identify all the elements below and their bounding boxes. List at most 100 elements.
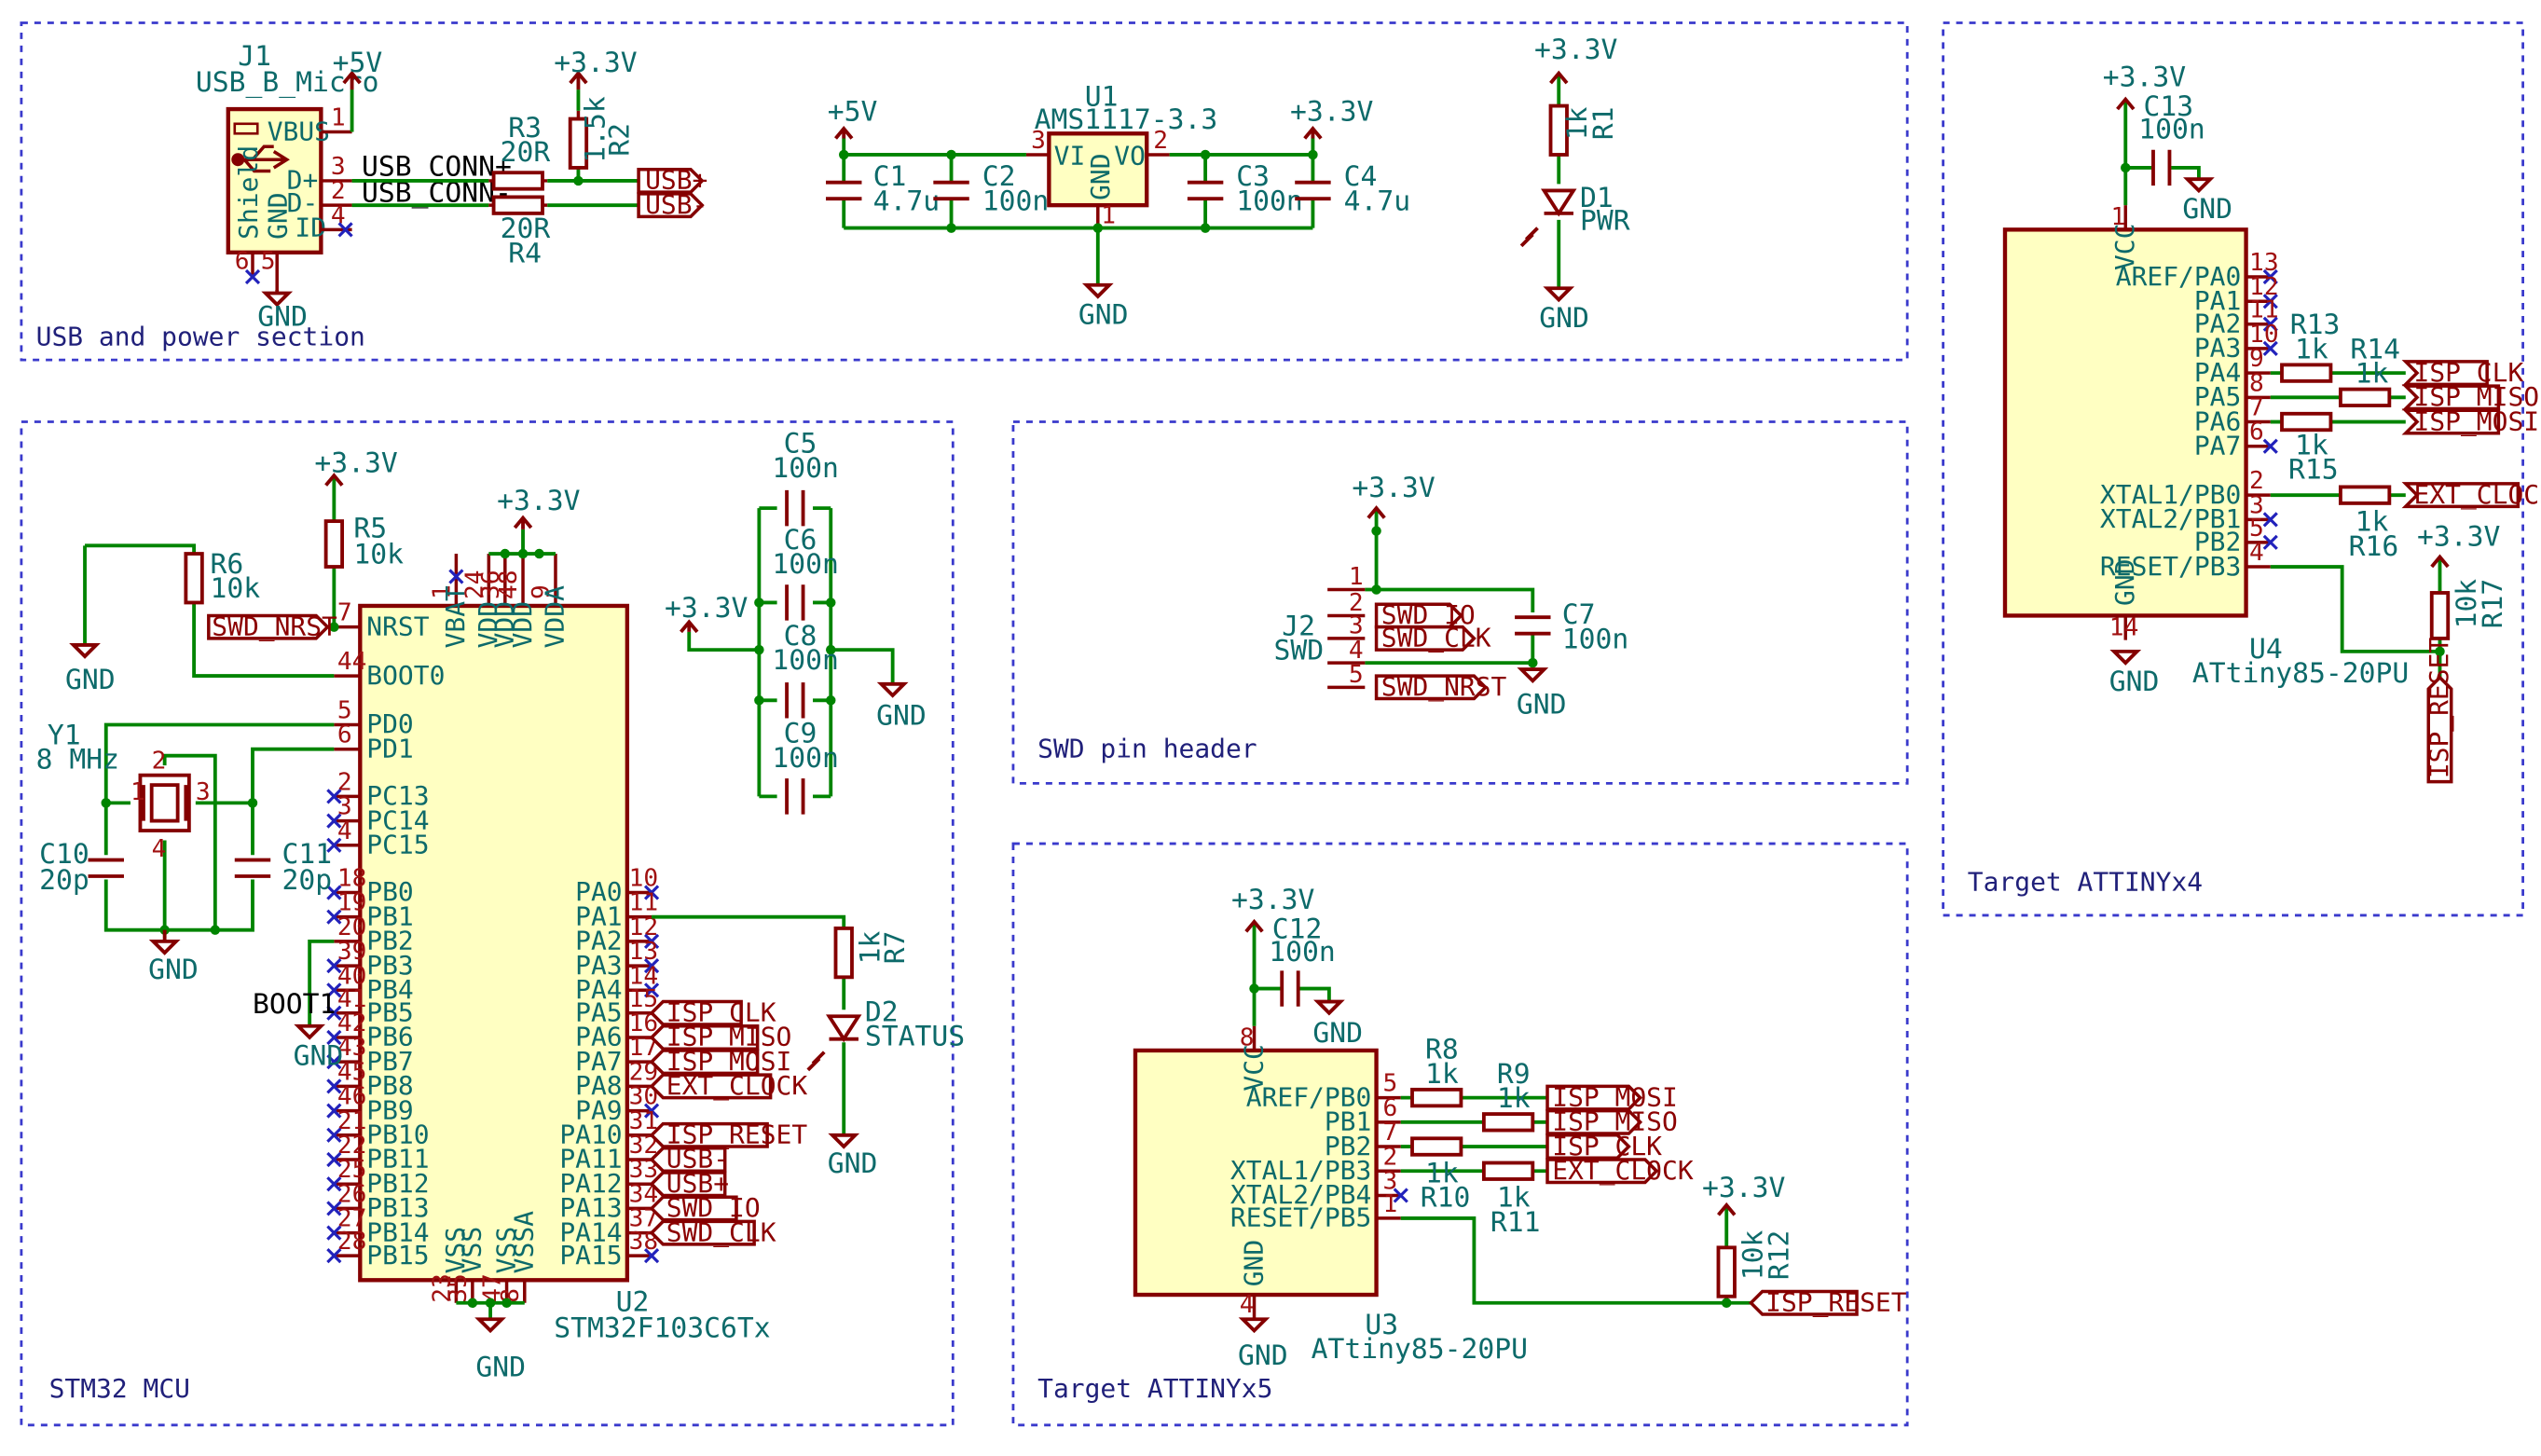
svg-text:GND: GND — [1312, 1017, 1363, 1050]
svg-text:VCC: VCC — [2109, 224, 2140, 270]
svg-text:USB_B_Micro: USB_B_Micro — [196, 66, 379, 99]
svg-text:GND: GND — [1085, 153, 1116, 199]
svg-text:D1: D1 — [1580, 182, 1614, 214]
boot1-label: BOOT1 — [253, 988, 336, 1021]
no-connect-marker — [326, 813, 342, 829]
svg-text:100n: 100n — [1562, 623, 1629, 655]
pin-label: PA11 — [559, 1144, 622, 1174]
svg-text:C8: C8 — [784, 620, 817, 652]
svg-text:R10: R10 — [1421, 1182, 1471, 1215]
svg-text:R6: R6 — [211, 548, 244, 581]
pin-number: 4 — [2249, 539, 2264, 567]
pin-label: PA7 — [575, 1046, 622, 1077]
svg-text:GND: GND — [1238, 1339, 1288, 1372]
pin-number: 39 — [337, 938, 367, 966]
pin-number: 7 — [337, 599, 352, 627]
svg-text:GND: GND — [828, 1147, 878, 1180]
svg-text:GND: GND — [294, 1040, 344, 1073]
label-swd-nrst-mcu: SWD_NRST — [207, 611, 337, 642]
label-swd-clk-hdr: SWD_CLK — [1374, 623, 1491, 654]
pin-number: 44 — [337, 648, 367, 676]
pin-label: NRST — [366, 611, 429, 641]
no-connect-marker — [643, 885, 660, 900]
pwr-33-r5: +3.3V — [314, 447, 398, 487]
gnd-led2: GND — [828, 1133, 878, 1180]
no-connect-marker — [326, 1054, 342, 1070]
svg-text:100n: 100n — [772, 548, 838, 581]
no-connect-marker — [2262, 512, 2278, 528]
svg-text:100n: 100n — [1236, 185, 1303, 217]
svg-text:SWD_CLK: SWD_CLK — [1381, 623, 1491, 654]
svg-text:SWD_NRST: SWD_NRST — [1381, 671, 1507, 703]
pin-label: PA4 — [2194, 357, 2241, 388]
pin-number: 23 — [428, 1273, 456, 1303]
svg-text:5: 5 — [261, 247, 276, 275]
label-ext-clock-x5: EXT_CLOCK — [1545, 1155, 1694, 1187]
no-connect-marker — [326, 1005, 342, 1021]
svg-text:1k: 1k — [2295, 429, 2328, 461]
pin-number: 5 — [2249, 515, 2264, 543]
pin-number: 6 — [2249, 419, 2264, 446]
svg-text:AMS1117-3.3: AMS1117-3.3 — [1035, 103, 1218, 136]
svg-text:3: 3 — [1349, 612, 1364, 640]
gnd-reg: GND — [1078, 282, 1128, 332]
pwr-33-u3: +3.3V — [1231, 884, 1315, 933]
svg-text:D-: D- — [287, 187, 319, 218]
gnd-c12: GND — [1312, 999, 1363, 1050]
label-isp-mosi-x4: ISP_MOSI — [2401, 405, 2539, 437]
svg-text:20p: 20p — [282, 864, 332, 897]
svg-text:GND: GND — [2182, 193, 2232, 226]
pwr-33-reg: +3.3V — [1290, 95, 1373, 140]
pin-label: PB12 — [366, 1168, 429, 1199]
no-connect-marker — [326, 1029, 342, 1046]
svg-text:+3.3V: +3.3V — [1534, 34, 1617, 66]
pin-label: PA6 — [575, 1022, 622, 1052]
svg-text:1k: 1k — [1497, 1082, 1531, 1115]
pin-label: PA1 — [2194, 285, 2241, 316]
svg-text:+3.3V: +3.3V — [314, 447, 397, 480]
nc-markers-j1 — [244, 222, 353, 285]
pin-label: PA3 — [2194, 333, 2241, 364]
swd-title: SWD pin header — [1037, 733, 1257, 763]
pin-number: 41 — [337, 985, 367, 1013]
no-connect-marker — [326, 837, 342, 853]
no-connect-marker — [2262, 340, 2278, 357]
label-isp-reset-x4: ISP_RESET — [2424, 638, 2455, 784]
svg-text:GND: GND — [65, 664, 116, 696]
label-ext-clock-x4: EXT_CLOCK — [2401, 479, 2541, 511]
pin-number: 19 — [337, 889, 367, 917]
svg-text:EXT_CLOCK: EXT_CLOCK — [2414, 479, 2541, 511]
svg-text:5: 5 — [1349, 661, 1364, 689]
gnd-swd: GND — [1517, 667, 1566, 721]
svg-text:ISP_MISO: ISP_MISO — [1552, 1106, 1678, 1138]
svg-text:R2: R2 — [604, 123, 637, 157]
svg-text:C3: C3 — [1236, 160, 1270, 193]
pin-number: 36 — [477, 570, 505, 599]
svg-text:10k: 10k — [1737, 1230, 1770, 1281]
net-usb-conn-p: USB_CONN+ — [362, 151, 512, 184]
svg-text:1: 1 — [1349, 563, 1364, 591]
svg-text:STM32F103C6Tx: STM32F103C6Tx — [554, 1312, 770, 1344]
svg-text:+3.3V: +3.3V — [1231, 884, 1314, 916]
pwr-33-r12: +3.3V — [1702, 1172, 1786, 1216]
mcu-u2: U2 STM32F103C6Tx — [358, 603, 771, 1344]
svg-text:+3.3V: +3.3V — [2103, 62, 2186, 94]
pin-number: 42 — [337, 1010, 367, 1037]
svg-text:ISP_RESET: ISP_RESET — [1765, 1286, 1907, 1318]
no-connect-marker — [643, 1103, 660, 1119]
pin-label: PA2 — [575, 926, 622, 956]
gnd-r6: GND — [65, 642, 116, 696]
pin-label: PA9 — [575, 1094, 622, 1125]
svg-text:ISP_MISO: ISP_MISO — [666, 1022, 792, 1053]
no-connect-marker — [2262, 316, 2278, 332]
pin-label: PC14 — [366, 804, 429, 835]
cap-c4: C44.7u — [1295, 160, 1410, 217]
